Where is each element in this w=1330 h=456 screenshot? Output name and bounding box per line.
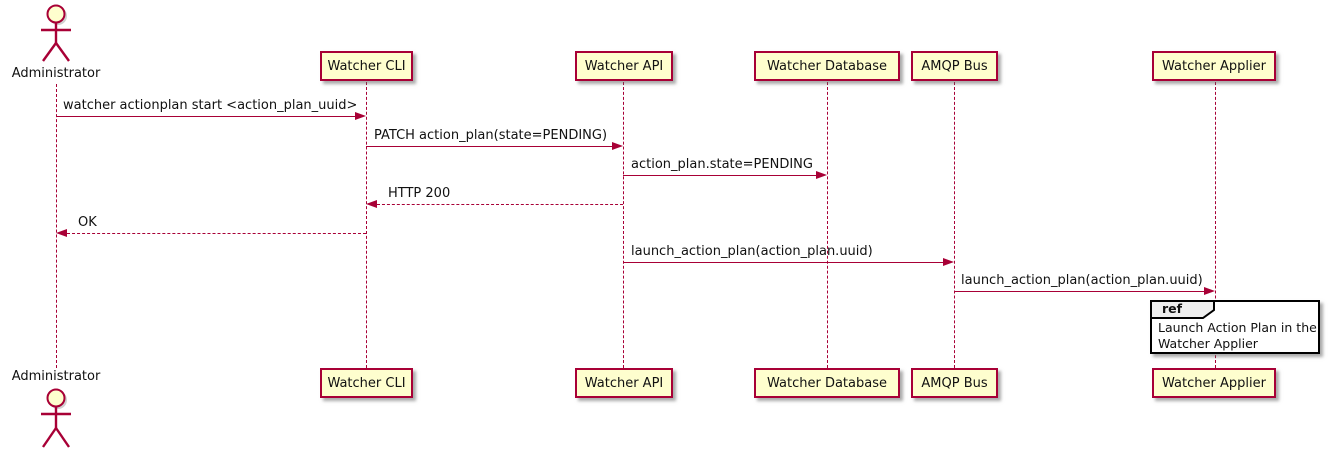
lifeline-watcher-applier [1215,82,1216,368]
actor-label-top: Administrator [11,66,101,81]
lifeline-watcher-api [623,82,624,368]
ref-fragment: ref Launch Action Plan in the Watcher Ap… [1150,300,1320,354]
lifeline-administrator [56,84,57,368]
message-7-arrowhead-icon [1204,287,1215,295]
message-6-arrowhead-icon [943,258,954,266]
message-3-label: action_plan.state=PENDING [631,157,813,172]
participant-amqp-bus-bottom: AMQP Bus [911,368,998,398]
actor-label-bottom: Administrator [11,369,101,384]
participant-amqp-bus-top: AMQP Bus [911,51,998,81]
participant-watcher-database-top: Watcher Database [754,51,900,81]
message-1-label: watcher actionplan start <action_plan_uu… [63,98,358,113]
participant-watcher-applier-bottom: Watcher Applier [1152,368,1276,398]
participant-watcher-api-bottom: Watcher API [575,368,673,398]
message-4-line [377,204,623,205]
message-1-line [56,116,356,117]
message-1-arrowhead-icon [355,112,366,120]
lifeline-watcher-cli [366,82,367,368]
participant-watcher-cli-bottom: Watcher CLI [320,368,413,398]
ref-body-line-1: Launch Action Plan in the [1158,320,1317,335]
participant-watcher-applier-top: Watcher Applier [1152,51,1276,81]
message-5-arrowhead-icon [56,229,67,237]
actor-icon-top [41,4,71,62]
message-7-label: launch_action_plan(action_plan.uuid) [961,273,1203,288]
message-5-label: OK [78,215,97,230]
ref-body-line-2: Watcher Applier [1158,336,1258,351]
message-3-arrowhead-icon [816,171,827,179]
lifeline-amqp-bus [954,82,955,368]
message-4-label: HTTP 200 [388,186,451,201]
participant-watcher-database-bottom: Watcher Database [754,368,900,398]
message-6-line [623,262,943,263]
message-2-arrowhead-icon [612,142,623,150]
ref-keyword: ref [1162,301,1183,316]
message-6-label: launch_action_plan(action_plan.uuid) [631,244,873,259]
participant-watcher-api-top: Watcher API [575,51,673,81]
participant-watcher-cli-top: Watcher CLI [320,51,413,81]
message-7-line [954,291,1204,292]
ref-tab: ref [1150,300,1216,319]
ref-body-text: Launch Action Plan in the Watcher Applie… [1158,320,1317,352]
message-3-line [623,175,817,176]
message-4-arrowhead-icon [366,200,377,208]
message-2-line [366,146,613,147]
actor-icon-bottom [41,388,71,448]
message-2-label: PATCH action_plan(state=PENDING) [374,128,608,143]
message-5-line [67,233,366,234]
lifeline-watcher-database [827,82,828,368]
